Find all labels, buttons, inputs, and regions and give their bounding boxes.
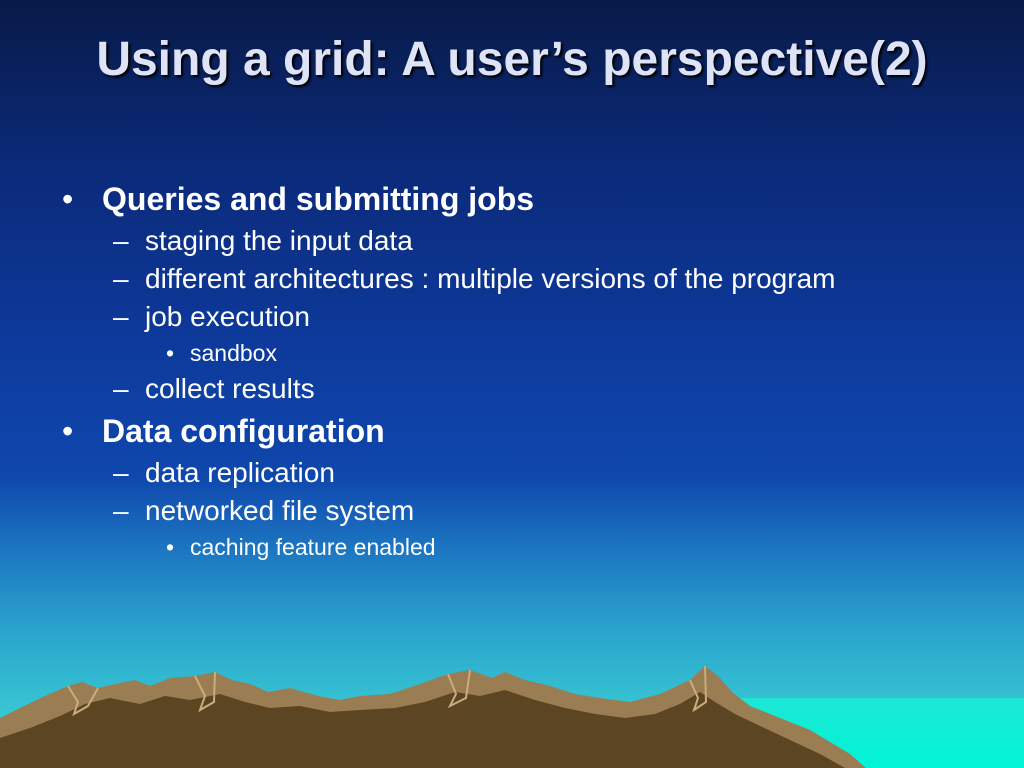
bullet-data-configuration: • Data configuration xyxy=(56,410,936,452)
sub-bullet-networked-file-system: – networked file system xyxy=(56,494,936,527)
bullet-marker: • xyxy=(166,340,175,366)
sub-bullet-architectures: – different architectures : multiple ver… xyxy=(56,262,936,295)
sub-bullet-text: networked file system xyxy=(145,495,415,526)
sub-sub-bullet-text: sandbox xyxy=(190,340,277,366)
sub-bullet-text: data replication xyxy=(145,457,335,488)
mountain-ridge-highlights xyxy=(67,665,708,717)
dash-marker: – xyxy=(113,263,129,294)
sub-sub-bullet-text: caching feature enabled xyxy=(190,534,436,560)
slide-title: Using a grid: A user’s perspective(2) xyxy=(96,33,928,86)
bullet-text: Queries and submitting jobs xyxy=(102,181,535,217)
dash-marker: – xyxy=(113,301,129,332)
bullet-marker: • xyxy=(166,534,175,560)
slide-body: • Queries and submitting jobs – staging … xyxy=(56,178,936,565)
mountain-front xyxy=(0,690,845,768)
dash-marker: – xyxy=(113,225,129,256)
sub-bullet-collect-results: – collect results xyxy=(56,372,936,405)
dash-marker: – xyxy=(113,457,129,488)
bullet-text: Data configuration xyxy=(102,413,385,449)
bullet-marker: • xyxy=(62,181,74,217)
sub-sub-bullet-sandbox: • sandbox xyxy=(56,338,936,368)
sub-bullet-text: different architectures : multiple versi… xyxy=(145,263,836,294)
dash-marker: – xyxy=(113,373,129,404)
sub-bullet-text: staging the input data xyxy=(145,225,413,256)
sub-bullet-text: job execution xyxy=(145,301,311,332)
mountain-range-decoration xyxy=(0,665,1024,768)
sub-bullet-data-replication: – data replication xyxy=(56,456,936,489)
sub-bullet-staging: – staging the input data xyxy=(56,224,936,257)
dash-marker: – xyxy=(113,495,129,526)
bullet-queries-and-submitting-jobs: • Queries and submitting jobs xyxy=(56,178,936,220)
bullet-marker: • xyxy=(62,413,74,449)
sub-sub-bullet-caching: • caching feature enabled xyxy=(56,532,936,562)
sub-bullet-job-execution: – job execution xyxy=(56,300,936,333)
sub-bullet-text: collect results xyxy=(145,373,315,404)
